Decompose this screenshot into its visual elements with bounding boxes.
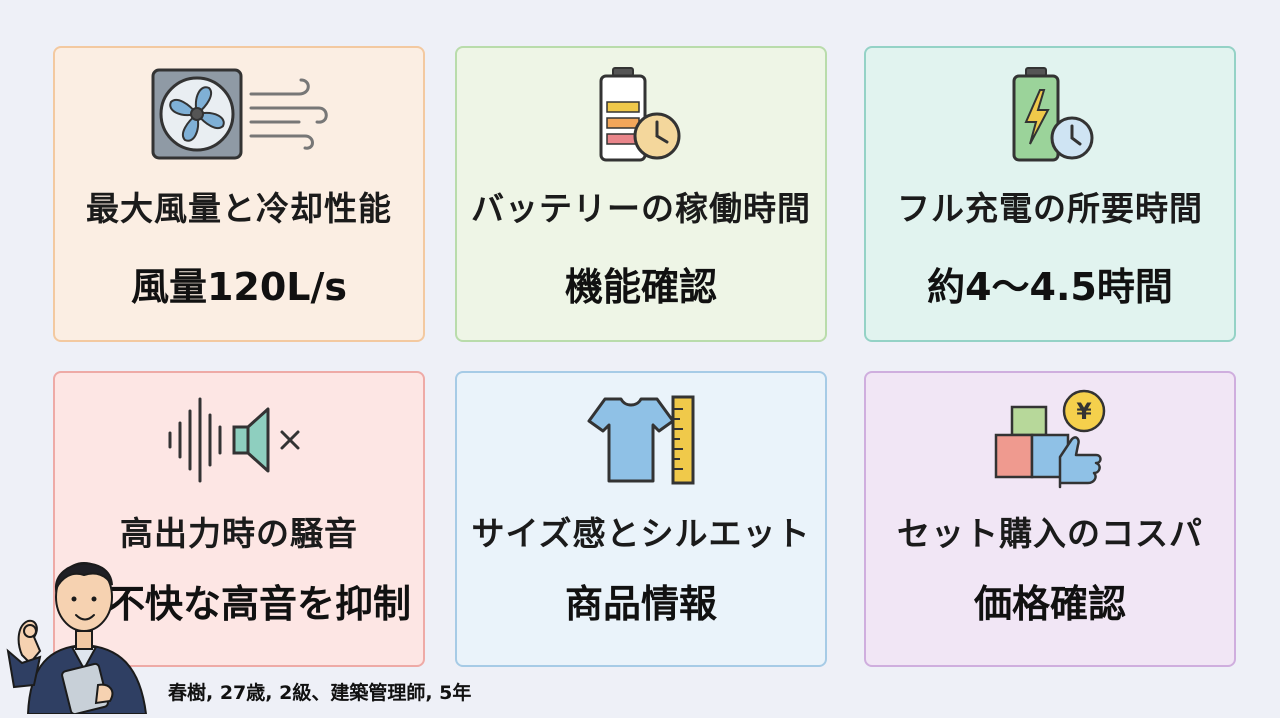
card-airflow: 最大風量と冷却性能 風量120L/s (53, 46, 425, 342)
card-value: 価格確認 (973, 582, 1126, 626)
svg-text:¥: ¥ (1076, 400, 1092, 425)
card-title: フル充電の所要時間 (897, 189, 1203, 228)
card-value: 約4〜4.5時間 (927, 265, 1173, 309)
card-set-value: ¥ セット購入のコスパ 価格確認 (864, 371, 1236, 667)
fan-wind-icon (149, 66, 329, 166)
card-battery-life: バッテリーの稼働時間 機能確認 (455, 46, 827, 342)
card-value: 商品情報 (564, 582, 717, 626)
card-value: 風量120L/s (130, 265, 348, 309)
battery-clock-icon (591, 66, 691, 170)
card-title: サイズ感とシルエット (471, 514, 811, 553)
card-title: 高出力時の騒音 (120, 514, 358, 553)
card-noise: 高出力時の騒音 不快な高音を抑制 (53, 371, 425, 667)
card-title: セット購入のコスパ (897, 514, 1203, 553)
card-value: 不快な高音を抑制 (106, 582, 411, 626)
boxes-yen-thumbsup-icon: ¥ (990, 387, 1110, 495)
card-title: 最大風量と冷却性能 (86, 189, 392, 228)
charging-battery-clock-icon (1000, 66, 1100, 170)
presenter-caption: 春樹, 27歳, 2級、建築管理師, 5年 (168, 682, 472, 704)
card-value: 機能確認 (564, 265, 717, 309)
sound-mute-icon (164, 395, 314, 489)
card-charge-time: フル充電の所要時間 約4〜4.5時間 (864, 46, 1236, 342)
card-title: バッテリーの稼働時間 (471, 189, 811, 228)
shirt-ruler-icon (581, 393, 701, 491)
presenter-avatar-icon (0, 545, 166, 718)
card-size: サイズ感とシルエット 商品情報 (455, 371, 827, 667)
